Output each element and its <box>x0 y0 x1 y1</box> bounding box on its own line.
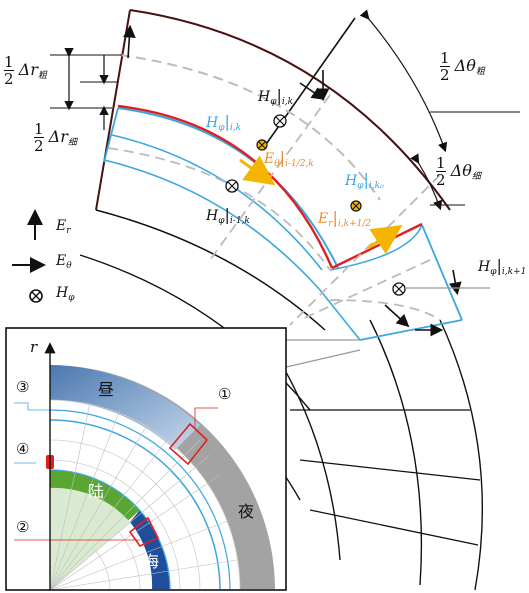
region-night-label: 夜 <box>238 502 255 521</box>
grid-radial-3 <box>309 509 479 546</box>
legend-er-label: Er <box>56 218 71 236</box>
dashed-radial-3 <box>299 259 431 321</box>
legend <box>12 209 46 303</box>
coarse-right-edge <box>261 17 356 151</box>
fine-right-edge <box>421 224 463 321</box>
h-phi-ik1-symbol <box>392 282 406 296</box>
etheta-arrow-2 <box>384 304 410 328</box>
coarse-left-edge <box>95 9 131 211</box>
h-phi-ik-symbol <box>273 114 287 128</box>
marker-box-1 <box>168 422 209 466</box>
label-e-theta: Eθ|i-1/2,k <box>264 148 314 169</box>
dashed-arc-1 <box>119 54 381 201</box>
coarse-arc-2 <box>95 209 326 331</box>
dashed-arc-2 <box>107 147 331 271</box>
dtheta-fine-dim <box>410 153 443 211</box>
dtheta-coarse-dim <box>359 9 448 153</box>
region-sea-label: 海 <box>143 552 160 571</box>
h-phi-fine-ik0-symbol <box>350 200 362 212</box>
marker-2-label: ② <box>16 518 30 536</box>
label-h-blue-ik: Hφ|i,k <box>206 112 242 133</box>
label-e-r: Er|i,k+1/2 <box>318 208 372 229</box>
sea-area <box>130 510 170 589</box>
marker-4-label: ④ <box>16 440 30 458</box>
fine-arc-inner <box>103 159 321 291</box>
dashed-radial-2 <box>289 174 441 326</box>
fine-left-edge <box>103 107 119 163</box>
e-r-yellow <box>367 225 403 255</box>
interface-line <box>117 104 334 269</box>
etheta-arrow-1 <box>299 82 325 100</box>
legend-etheta-label: Eθ <box>56 253 72 271</box>
grid-arc-c <box>439 319 484 591</box>
label-h-ik1: Hφ|i,k+1 <box>478 256 527 277</box>
er-arrow-outer <box>122 24 136 59</box>
fine-radial-1 <box>319 289 361 341</box>
h-phi-fine-ik-symbol <box>256 139 268 151</box>
label-h-i1k: Hφ|i-1,k <box>206 205 250 226</box>
inset-panel <box>5 327 287 591</box>
marker-1-label: ① <box>218 385 232 403</box>
region-day-label: 昼 <box>98 380 115 399</box>
region-land-label: 陆 <box>88 482 105 501</box>
grid-arc-b <box>369 319 423 586</box>
er-arrow-2 <box>448 269 462 296</box>
e-theta-yellow <box>239 155 276 186</box>
marker-3-label: ③ <box>16 378 30 396</box>
legend-hphi-label: Hφ <box>56 285 75 303</box>
label-h-blue-ik0: Hφ|i,k₀ <box>345 170 384 191</box>
marker-box-2 <box>128 516 160 547</box>
h-phi-i1k-symbol <box>225 179 239 193</box>
label-h-ik: Hφ|i,k <box>258 86 294 107</box>
day-band <box>50 365 200 450</box>
dashed-arc-3 <box>329 299 441 321</box>
inset-axis-label: r <box>30 338 38 356</box>
leader-inset-2 <box>281 349 361 369</box>
grid-radial-2 <box>299 459 481 481</box>
interface-line-2 <box>331 222 423 270</box>
fine-bottom-edge <box>359 319 463 341</box>
legend-hphi-symbol <box>29 289 43 303</box>
